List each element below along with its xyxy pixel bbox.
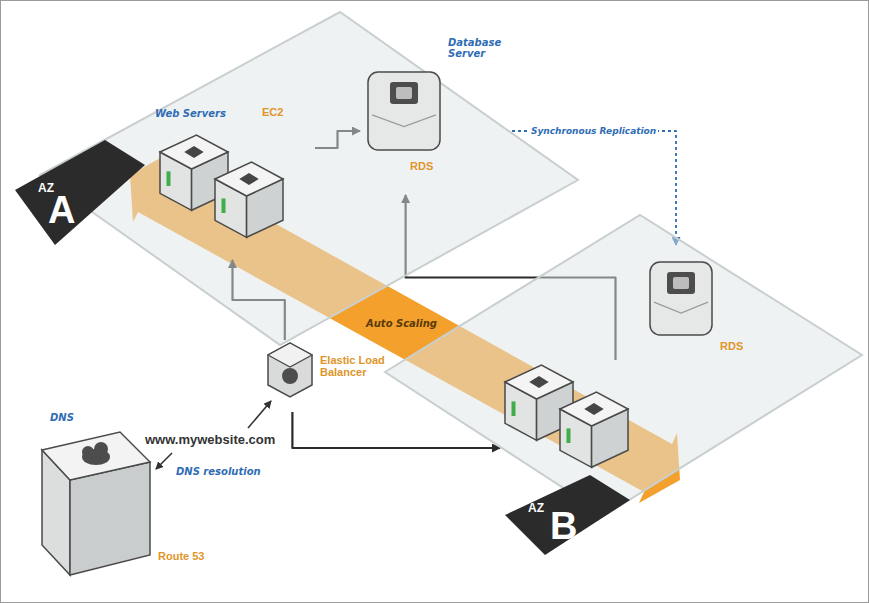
availability-zone-shape xyxy=(375,210,865,560)
server-chip xyxy=(239,173,258,185)
server-led xyxy=(167,171,171,186)
db-body xyxy=(368,72,440,150)
database-server-shape xyxy=(360,35,510,195)
dns-cloud xyxy=(82,446,94,458)
text-label: DNS resolution xyxy=(176,466,261,478)
zone-badge xyxy=(15,140,145,245)
elb-top xyxy=(268,343,312,367)
standby-database: RDS xyxy=(640,245,760,375)
elb-body xyxy=(268,343,312,397)
dns-top xyxy=(42,432,150,480)
load-balancer: Elastic Load Balancer xyxy=(262,340,414,412)
dns-cloud xyxy=(94,442,108,456)
db-icon xyxy=(667,272,695,294)
web-server-group-shape xyxy=(500,360,665,470)
node-text: B xyxy=(550,507,577,545)
server-top xyxy=(560,392,628,426)
server-chip xyxy=(584,403,603,415)
db-edge xyxy=(372,115,436,127)
server-top xyxy=(215,162,283,196)
dns-face xyxy=(70,462,150,575)
leader-to-elb xyxy=(248,401,271,428)
zone-badge xyxy=(505,475,630,555)
db-icon-inner xyxy=(673,277,689,289)
node-text: Route 53 xyxy=(158,550,204,562)
text-label: www.mywebsite.com xyxy=(145,432,275,448)
server-led xyxy=(222,198,226,213)
db-edge xyxy=(654,302,708,313)
node-text: Web Servers xyxy=(155,108,226,119)
node-text: AZ xyxy=(528,501,544,515)
db-icon-inner xyxy=(396,87,412,99)
db-icon xyxy=(390,82,418,104)
node-text: DNS xyxy=(50,412,74,423)
server-top xyxy=(505,365,573,399)
database-server: Database ServerRDS xyxy=(360,35,512,195)
leader-to-dns xyxy=(156,453,172,469)
server-top xyxy=(160,135,228,169)
elb-icon xyxy=(282,368,298,384)
availability-zone-shape xyxy=(15,5,580,350)
availability-zone: AZAWeb ServersEC2Database ServerRDS xyxy=(15,5,580,350)
text-label: Auto Scaling xyxy=(366,318,437,329)
web-server-group xyxy=(500,360,665,470)
node-text: EC2 xyxy=(262,106,283,118)
node-text: A xyxy=(48,191,75,229)
node-text: RDS xyxy=(720,340,743,352)
standby-database-shape xyxy=(640,245,760,375)
db-body xyxy=(650,262,712,335)
availability-zone: AZ B RDS xyxy=(375,210,865,560)
server-led xyxy=(512,401,516,416)
node-text: RDS xyxy=(410,160,433,172)
server-led xyxy=(567,428,571,443)
server-chip xyxy=(529,376,548,388)
web-server-group: Web Servers EC2 xyxy=(150,100,315,260)
web-server-group-shape xyxy=(150,100,315,260)
node-text: Elastic Load Balancer xyxy=(320,354,410,378)
server-chip xyxy=(184,146,203,158)
zone-panel xyxy=(385,215,862,515)
edge-label: Synchronous Replication xyxy=(529,126,658,137)
node-text: Database Server xyxy=(448,37,508,59)
